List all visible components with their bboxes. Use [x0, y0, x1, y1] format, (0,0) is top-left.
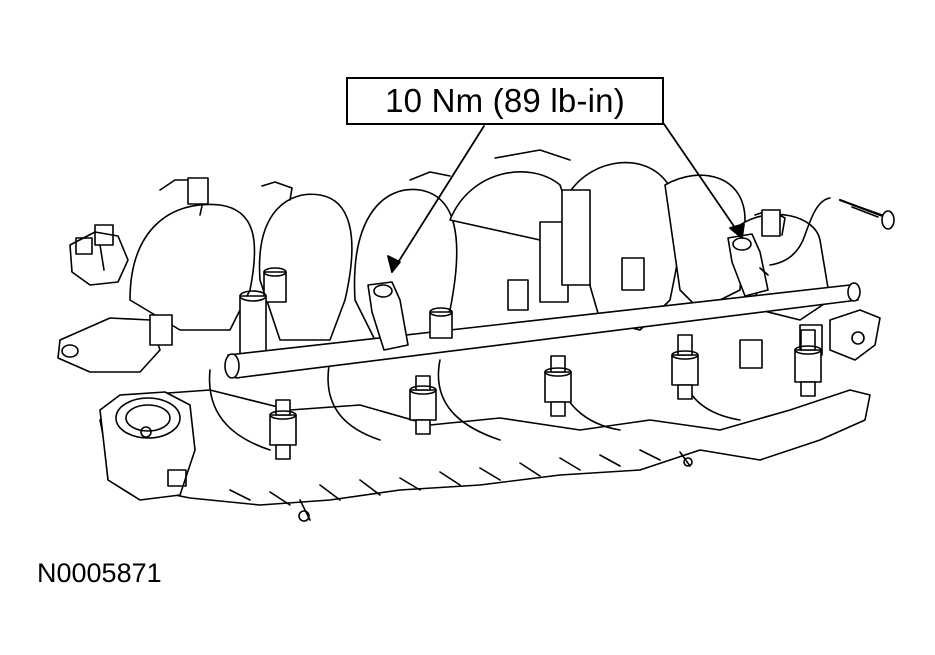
mounting-bosses	[150, 178, 822, 368]
sensor-lead-and-bolt	[760, 198, 894, 275]
fuel-rail-brackets	[368, 234, 768, 350]
left-flange	[58, 225, 160, 372]
torque-label: 10 Nm (89 lb-in)	[385, 82, 625, 119]
right-flange	[830, 310, 880, 360]
fuel-injectors	[270, 308, 821, 459]
callout-leaders	[388, 124, 744, 272]
figure-id: N0005871	[37, 558, 162, 588]
torque-callout: 10 Nm (89 lb-in)	[346, 77, 664, 125]
throttle-body-bore	[100, 392, 195, 500]
fuel-rail	[225, 283, 860, 378]
